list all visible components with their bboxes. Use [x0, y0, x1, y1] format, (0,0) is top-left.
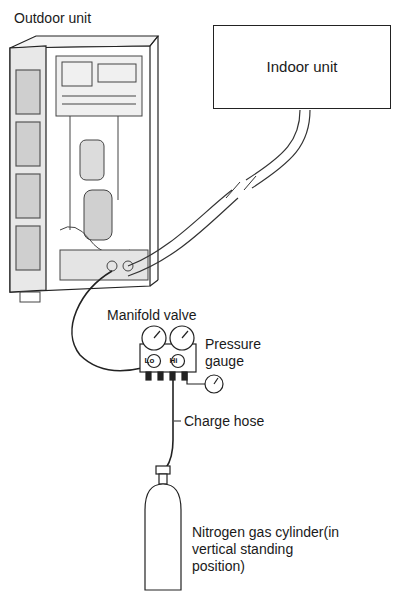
manifold-valve-body	[140, 326, 196, 380]
part-label: Nitrogen gas cylinder(in vertical standi…	[192, 524, 340, 574]
part-label: Outdoor unit	[14, 10, 91, 27]
part-label: Pressure gauge	[205, 336, 275, 370]
pressure-gauge-symbol	[187, 372, 223, 393]
gauge-mark: Hi	[170, 356, 178, 366]
leader-line	[174, 421, 181, 422]
grille-slats	[16, 70, 40, 270]
unit-box: Indoor unit	[213, 25, 391, 109]
part-label: Charge hose	[184, 413, 264, 430]
nitrogen-cylinder	[145, 466, 181, 590]
outdoor-unit-side-panel	[10, 46, 46, 292]
gauge-mark: Lo	[145, 356, 155, 366]
refrigerant-pipes	[128, 110, 310, 276]
part-label: Manifold valve	[107, 307, 197, 324]
unit-name: Indoor unit	[267, 58, 338, 76]
outdoor-unit-front	[10, 46, 150, 292]
charge-hose	[166, 380, 173, 468]
